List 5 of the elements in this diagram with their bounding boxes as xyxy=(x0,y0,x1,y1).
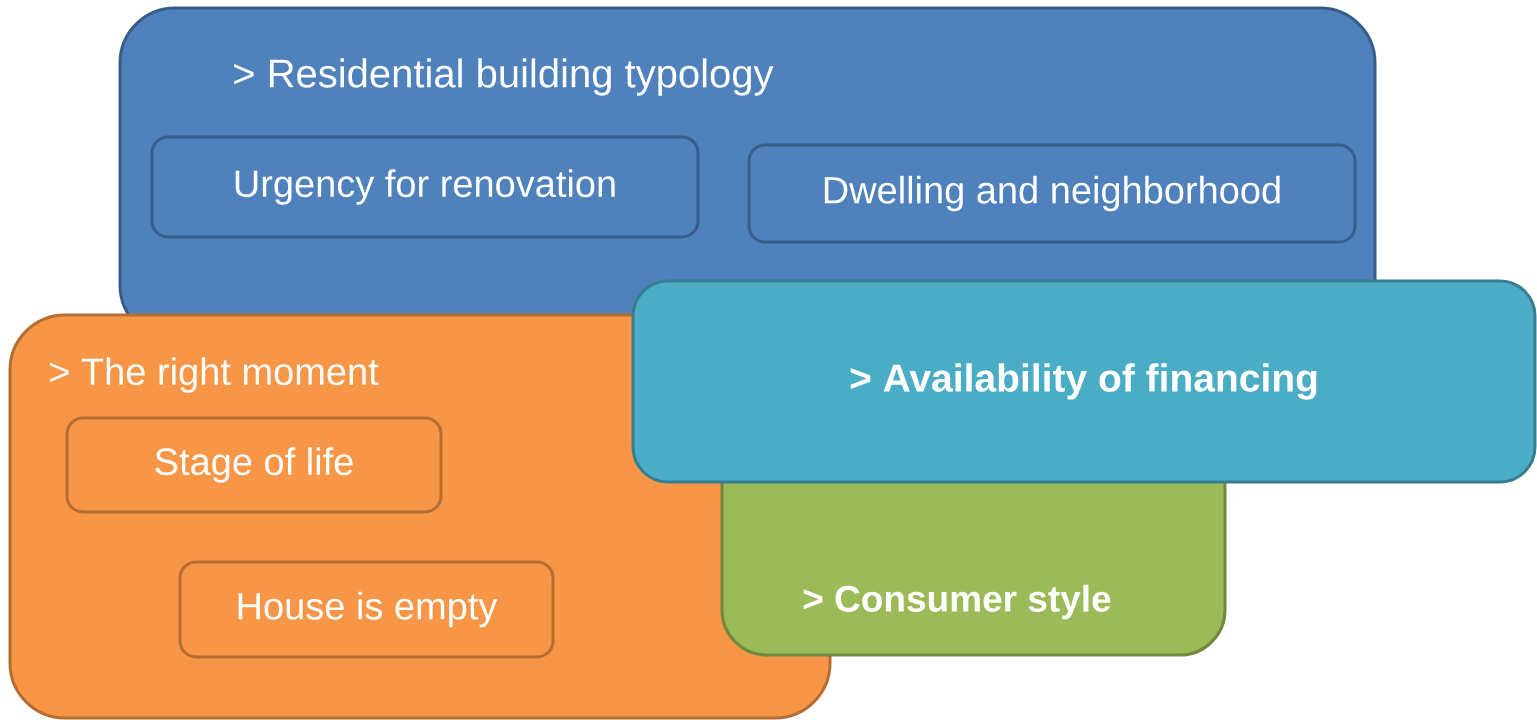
sub-box: Urgency for renovation xyxy=(150,135,700,239)
group-box: > Availability of financing xyxy=(631,279,1537,484)
sub-box: House is empty xyxy=(178,560,555,659)
sub-box: Dwelling and neighborhood xyxy=(747,143,1357,244)
sub-box: Stage of life xyxy=(65,416,443,514)
